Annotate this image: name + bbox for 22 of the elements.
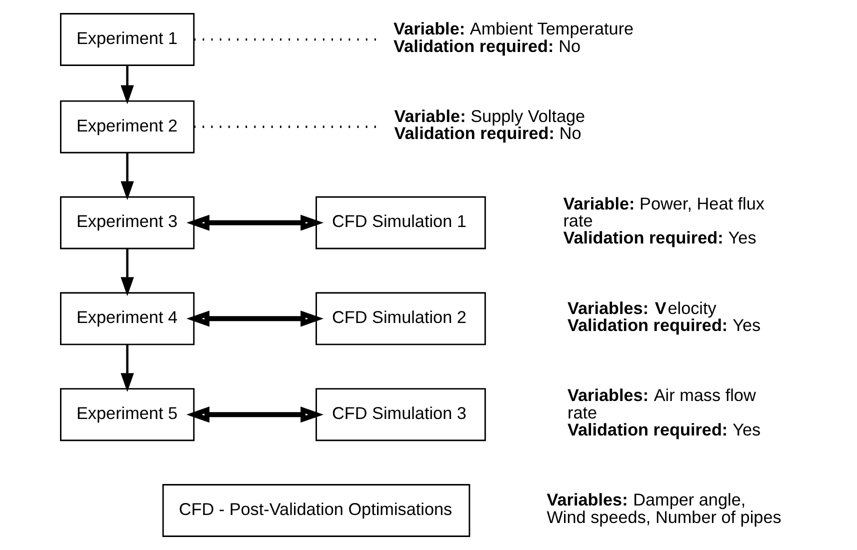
node-box: CFD Simulation 1 — [315, 196, 486, 250]
label: Validation required: Yes — [562, 228, 756, 248]
arrow — [120, 248, 134, 296]
node-box: Experiment 4 — [60, 292, 194, 346]
arrow — [186, 406, 324, 423]
node-text: Variable: Supply Voltage Validation required: No — [394, 106, 585, 144]
node-box: Experiment 1 — [60, 13, 194, 66]
node-box: CFD - Post-Validation Optimisations — [162, 484, 470, 537]
node-box: Experiment 3 — [60, 196, 194, 250]
label: Variables: Velocity — [567, 298, 716, 318]
node-box: Experiment 2 — [60, 100, 194, 154]
arrow — [186, 214, 324, 231]
node-box: Experiment 5 — [60, 388, 194, 442]
label: Variables: Damper angle, Wind speeds, Number of pipes — [546, 490, 781, 527]
arrow — [120, 65, 134, 104]
node-text: Variable: Ambient Temperature Validation required: No — [393, 18, 634, 56]
node-box: CFD Simulation 2 — [315, 292, 486, 346]
node-box: CFD Simulation 3 — [315, 388, 486, 442]
label: Variable: Power, Heat flux rate — [562, 193, 764, 230]
arrow — [120, 152, 134, 200]
arrow — [186, 310, 324, 327]
arrow — [120, 344, 134, 392]
